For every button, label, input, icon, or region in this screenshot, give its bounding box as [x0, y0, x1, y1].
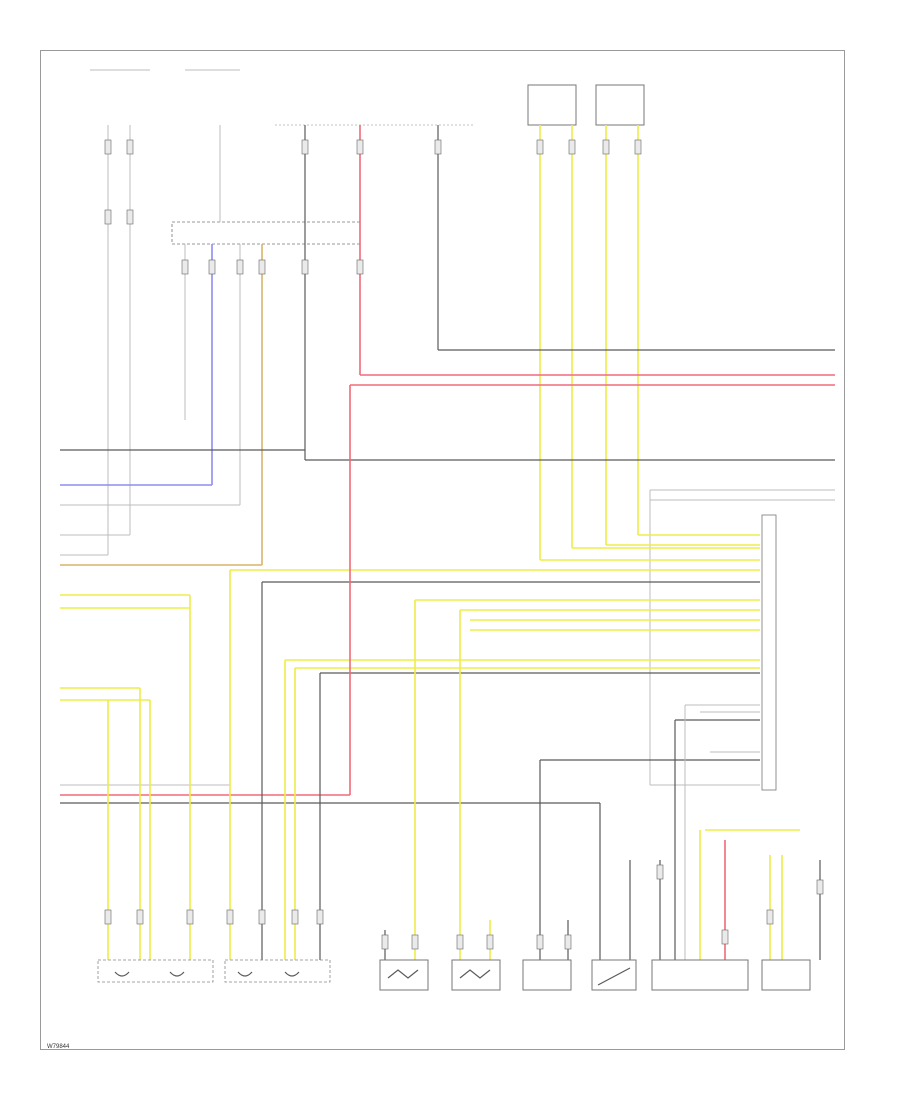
- diagram-id: W79844: [47, 1044, 70, 1050]
- control-module-block: [761, 514, 777, 791]
- bottom-components: [97, 959, 811, 991]
- wires-top: [107, 125, 639, 565]
- component-box-top-right-1: [527, 84, 577, 126]
- diagram-border: [40, 50, 845, 1050]
- wires-horizontal: [60, 349, 835, 804]
- wire-connectors: [104, 139, 824, 950]
- junction-connector: [171, 221, 361, 245]
- component-box-top-right-2: [595, 84, 645, 126]
